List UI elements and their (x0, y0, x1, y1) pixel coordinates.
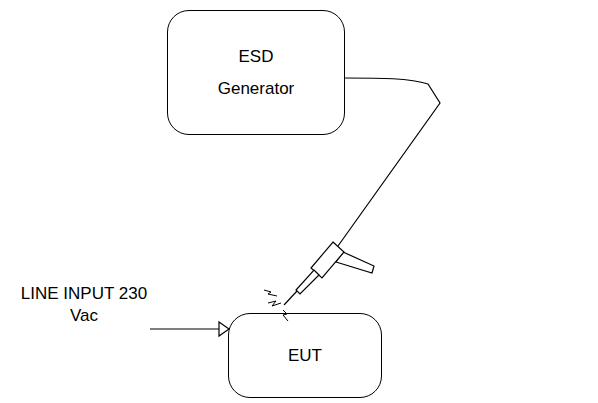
cable (338, 78, 440, 246)
eut-box: EUT (228, 313, 382, 398)
generator-box: ESD Generator (167, 10, 345, 135)
spark (264, 290, 277, 296)
spark (264, 290, 288, 321)
node-label: EUT (288, 340, 322, 372)
spark (283, 310, 288, 321)
input-label: LINE INPUT 230 Vac (18, 283, 150, 327)
input-line (150, 328, 219, 329)
spark (268, 301, 281, 306)
gun-nozzle (296, 270, 319, 294)
node-label: ESD Generator (209, 41, 304, 105)
gun-tip (284, 291, 297, 305)
esd-gun (284, 242, 374, 305)
